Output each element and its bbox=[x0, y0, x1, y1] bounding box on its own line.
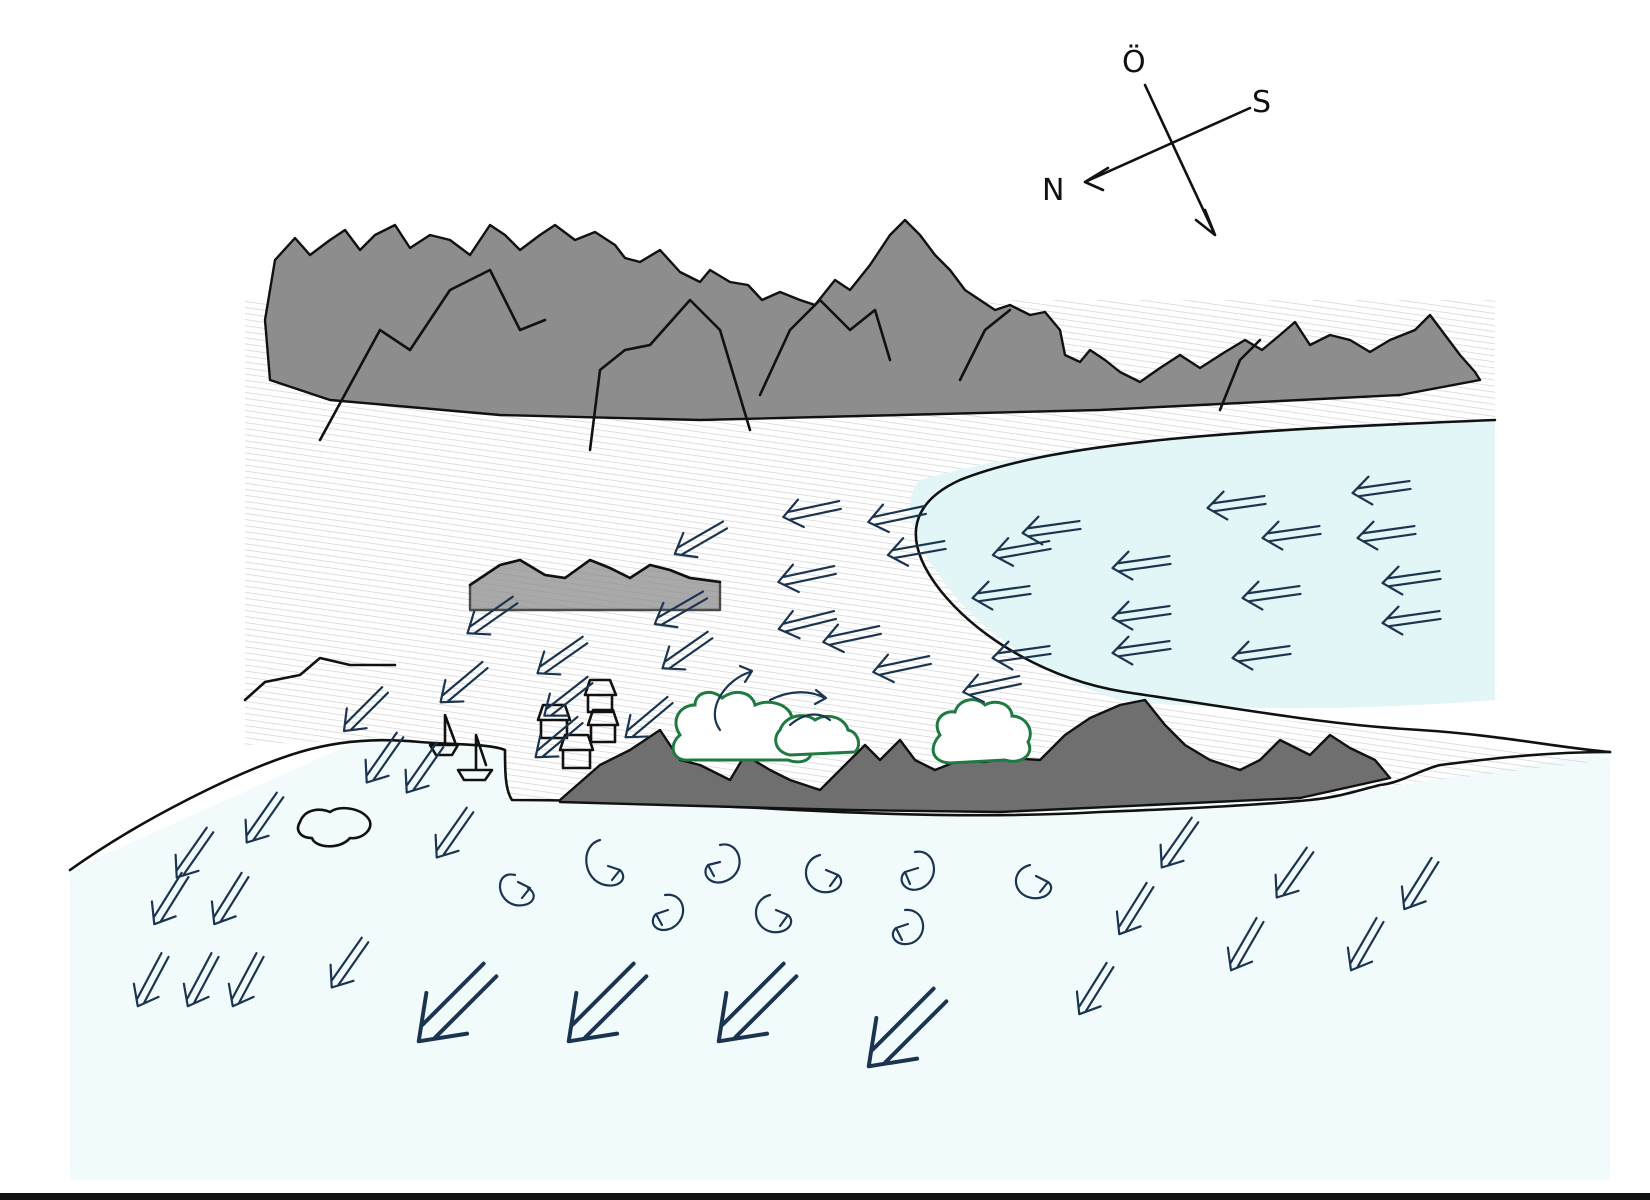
eddy-arrow-icon bbox=[651, 893, 685, 931]
eddy-arrow-icon bbox=[585, 838, 625, 887]
eddy-arrow-icon bbox=[1014, 863, 1053, 900]
wind-arrow-icon bbox=[768, 688, 828, 706]
gust-arrow-icon bbox=[566, 961, 649, 1044]
eddy-arrow-icon bbox=[754, 893, 793, 934]
house-icon bbox=[586, 708, 620, 744]
wind-arrows bbox=[124, 470, 1448, 1069]
gust-arrow-icon bbox=[716, 961, 799, 1044]
mountain-range-back bbox=[263, 218, 1482, 452]
scan-edge bbox=[0, 1193, 1650, 1200]
eddy-arrow-icon bbox=[891, 908, 925, 946]
bay-shoreline bbox=[914, 418, 1612, 754]
gust-arrow-icon bbox=[866, 986, 949, 1069]
wind-arrow-icon bbox=[713, 664, 754, 732]
sailboat-icon bbox=[456, 733, 494, 782]
compass-label-east: Ö bbox=[1122, 44, 1146, 80]
eddies bbox=[499, 838, 1053, 946]
gust-arrow-icon bbox=[416, 961, 499, 1044]
compass-rose-icon: Ö S N bbox=[1042, 44, 1271, 237]
sailboat-icon bbox=[428, 713, 460, 757]
hills-middle bbox=[468, 558, 722, 612]
deflected-flow bbox=[713, 664, 832, 732]
eddy-arrow-icon bbox=[704, 843, 741, 884]
bush-icon bbox=[931, 698, 1032, 765]
hinterland-shading bbox=[245, 300, 1610, 810]
compass-label-south: S bbox=[1252, 85, 1271, 120]
island bbox=[296, 806, 372, 848]
harbor-boats bbox=[428, 713, 494, 782]
compass-label-north: N bbox=[1042, 173, 1064, 208]
eddy-arrow-icon bbox=[499, 873, 535, 907]
wind-arrow-icon bbox=[788, 713, 832, 727]
eddy-arrow-icon bbox=[804, 853, 843, 894]
eddy-arrow-icon bbox=[900, 850, 935, 891]
sea-area bbox=[70, 420, 1610, 1180]
